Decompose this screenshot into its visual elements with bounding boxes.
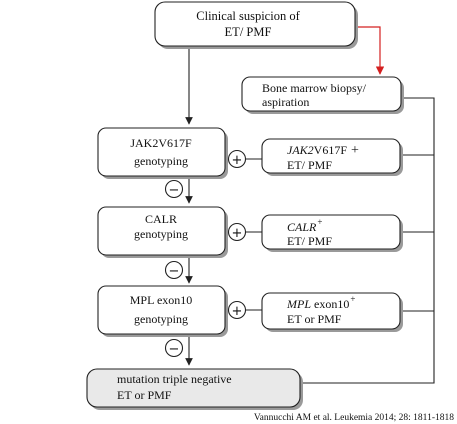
calr-test-line1: CALR bbox=[145, 212, 177, 226]
calr-result-sign: + bbox=[317, 217, 322, 227]
jak2-test-node: JAK2V617F genotyping bbox=[97, 127, 228, 179]
calr-result-node: CALR+ ET/ PMF bbox=[261, 214, 403, 252]
mpl-result-label: MPL exon10+ bbox=[286, 294, 355, 311]
mpl-result-dx: ET or PMF bbox=[287, 312, 342, 326]
triple-negative-line1: mutation triple negative bbox=[117, 372, 232, 386]
mpl-test-line2: genotyping bbox=[134, 312, 188, 326]
jak2-result-dx: ET/ PMF bbox=[287, 158, 332, 172]
calr-test-node: CALR genotyping bbox=[97, 206, 228, 258]
jak2-test-line1: JAK2V617F bbox=[130, 136, 192, 150]
citation: Vannucchi AM et al. Leukemia 2014; 28: 1… bbox=[254, 413, 454, 423]
biopsy-line2: aspiration bbox=[262, 95, 309, 109]
jak2-result-mut: V617F bbox=[314, 143, 348, 157]
jak2-result-label: JAK2V617F+ bbox=[287, 143, 359, 158]
minus-circle-jak2: − bbox=[164, 179, 184, 199]
calr-test-line2: genotyping bbox=[134, 227, 188, 241]
plus-circle-mpl: + bbox=[227, 300, 247, 320]
mpl-test-node: MPL exon10 genotyping bbox=[97, 285, 228, 337]
plus-icon: + bbox=[232, 304, 243, 319]
plus-icon: + bbox=[232, 226, 243, 241]
start-line1: Clinical suspicion of bbox=[196, 9, 300, 23]
jak2-result-node: JAK2V617F+ ET/ PMF bbox=[261, 138, 403, 176]
jak2-result-gene: JAK2 bbox=[287, 143, 314, 157]
triple-negative-node: mutation triple negative ET or PMF bbox=[86, 368, 303, 410]
arrow-start-to-biopsy bbox=[355, 26, 385, 75]
jak2-test-line2: genotyping bbox=[134, 154, 188, 168]
collector-line bbox=[300, 97, 435, 384]
minus-icon: − bbox=[169, 264, 180, 279]
minus-circle-calr: − bbox=[164, 260, 184, 280]
mpl-result-gene: MPL bbox=[286, 297, 311, 311]
mpl-result-sign: + bbox=[350, 294, 355, 304]
triple-negative-line2: ET or PMF bbox=[117, 388, 172, 402]
biopsy-line1: Bone marrow biopsy/ bbox=[262, 81, 367, 95]
calr-result-gene: CALR bbox=[287, 220, 317, 234]
plus-icon: + bbox=[232, 153, 243, 168]
jak2-result-sign: + bbox=[351, 143, 359, 158]
plus-circle-jak2: + bbox=[227, 149, 247, 169]
plus-circle-calr: + bbox=[227, 222, 247, 242]
mpl-result-node: MPL exon10+ ET or PMF bbox=[261, 292, 403, 332]
minus-circle-mpl: − bbox=[164, 338, 184, 358]
biopsy-node: Bone marrow biopsy/ aspiration bbox=[241, 76, 404, 114]
start-node: Clinical suspicion of ET/ PMF bbox=[154, 1, 358, 49]
calr-result-dx: ET/ PMF bbox=[287, 234, 332, 248]
minus-icon: − bbox=[169, 183, 180, 198]
calr-result-label: CALR+ bbox=[287, 217, 322, 234]
start-line2: ET/ PMF bbox=[225, 25, 272, 39]
mpl-test-line1: MPL exon10 bbox=[130, 293, 193, 307]
mpl-result-mut: exon10 bbox=[311, 297, 349, 311]
minus-icon: − bbox=[169, 342, 180, 357]
